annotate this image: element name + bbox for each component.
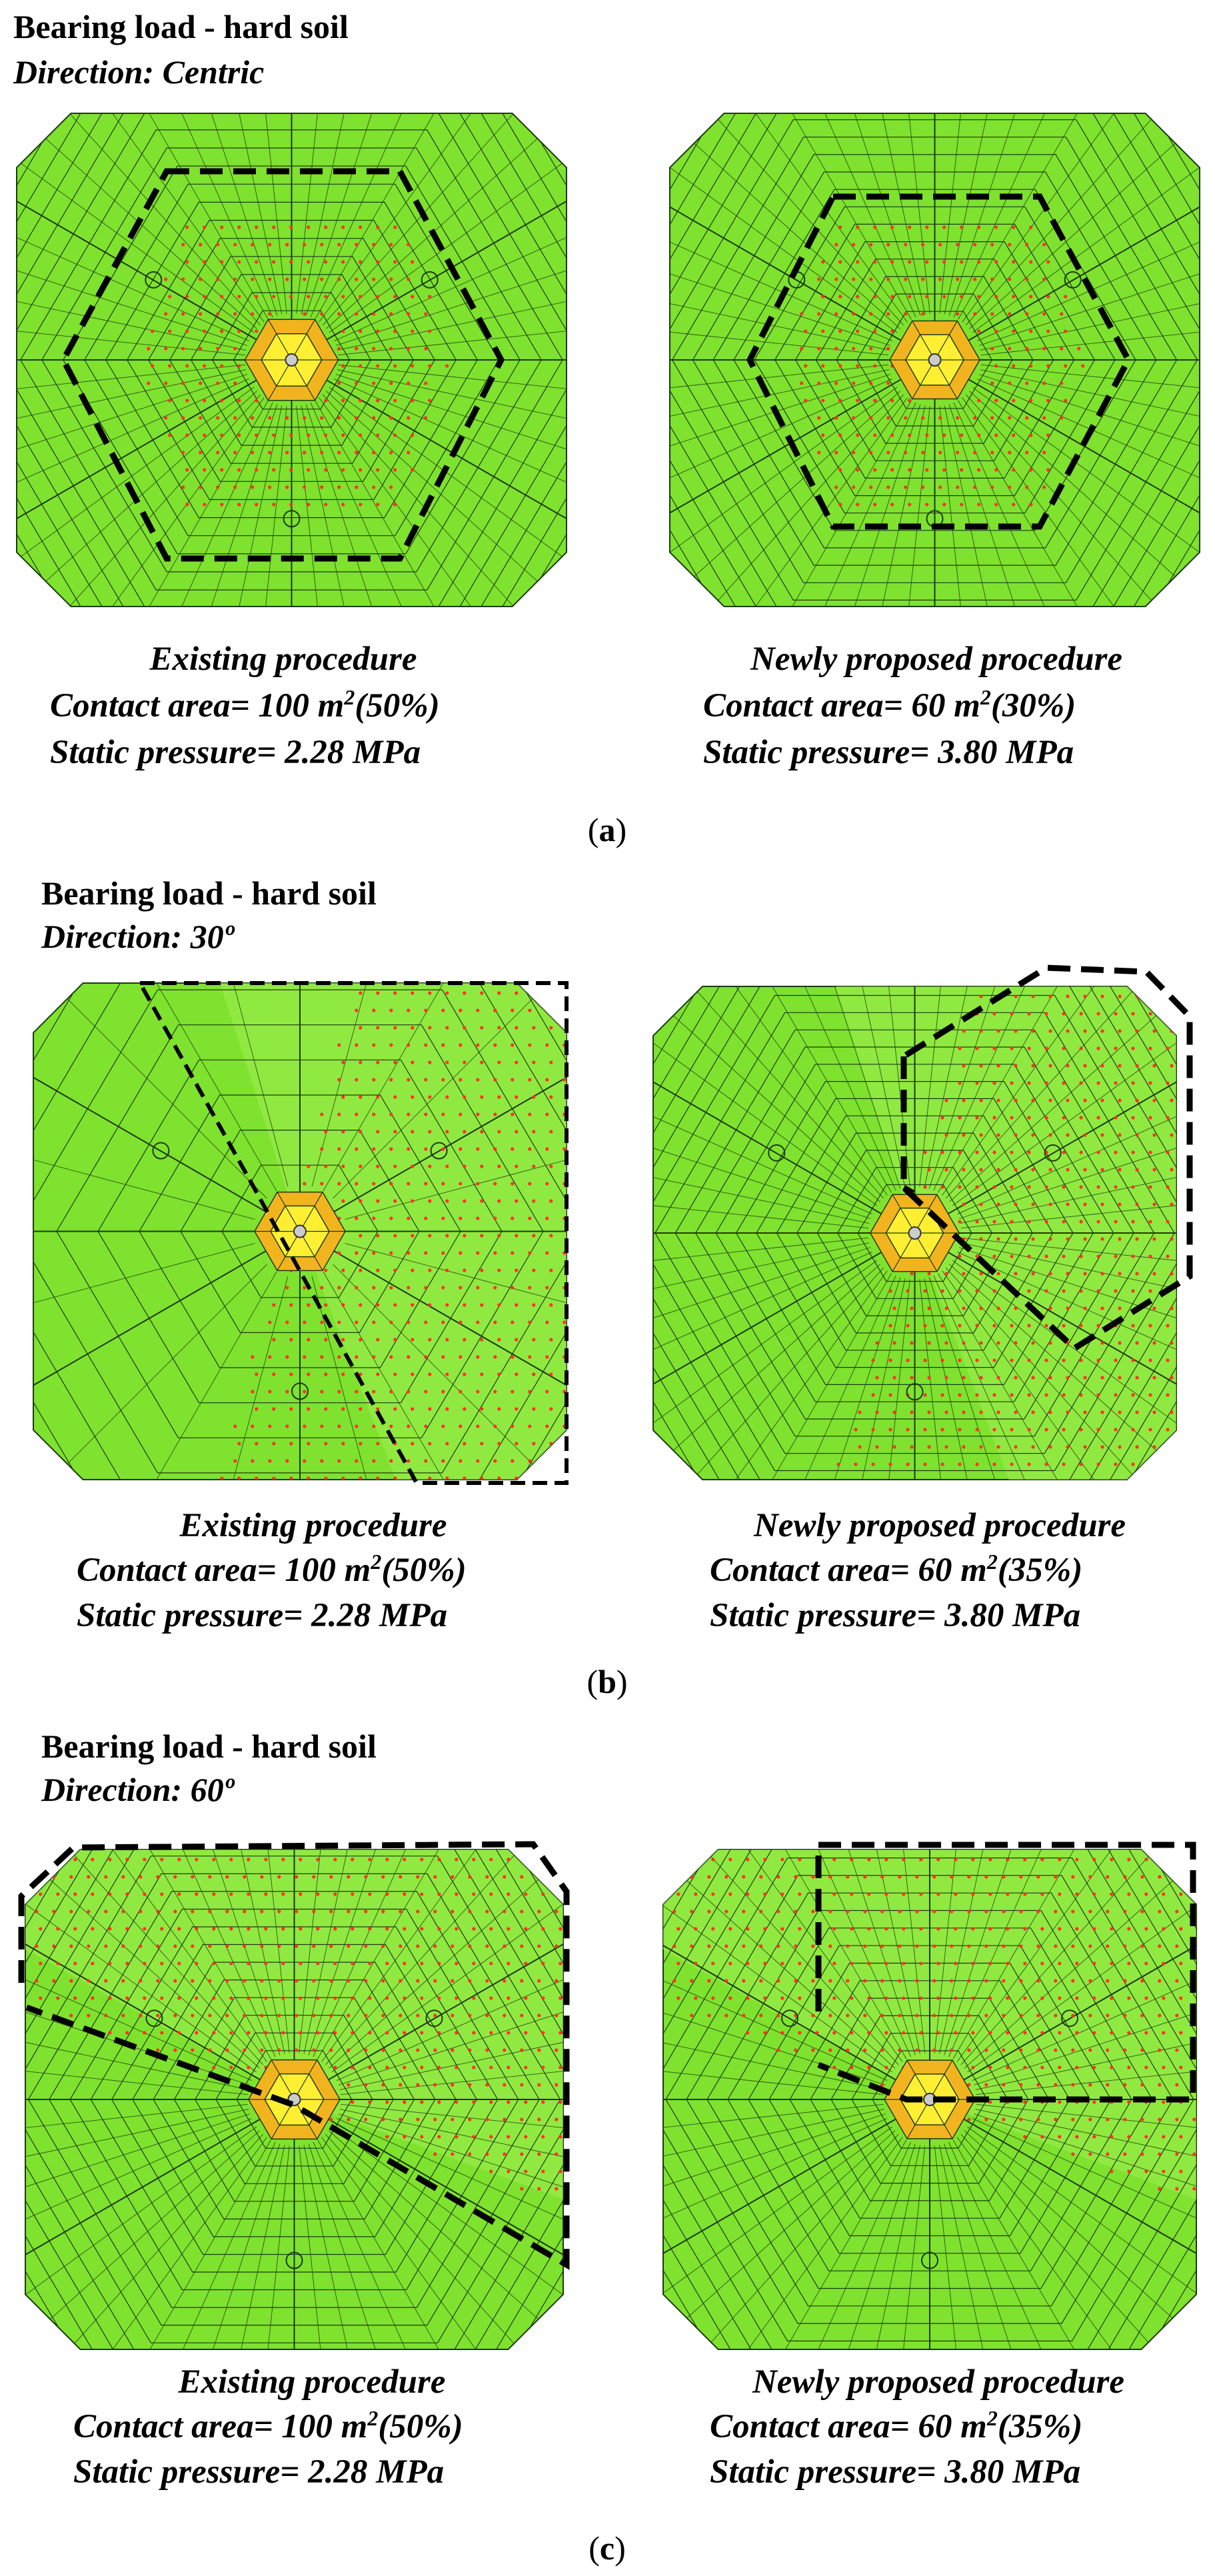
panel-a-left-contact-boundary: [59, 168, 505, 562]
panel-a-direction: Direction: Centric: [13, 53, 264, 91]
panel-a-label: (a): [588, 811, 626, 848]
panel-a-right-mesh: [669, 113, 1200, 607]
panel-b-left-mesh: [33, 982, 567, 1480]
panel-a-left-static-pressure: Static pressure= 2.28 MPa: [50, 734, 421, 771]
panel-c-left-mesh: [25, 1849, 564, 2350]
panel-a-left-procedure: Existing procedure: [149, 641, 417, 678]
panel-a-right-contact-boundary: [746, 193, 1132, 530]
panel-a-title: Bearing load - hard soil: [13, 8, 349, 45]
panel-c-direction: Direction: 60º: [41, 1771, 235, 1808]
panel-c-right-contact-boundary: [815, 1842, 1196, 2103]
panel-a-right-procedure: Newly proposed procedure: [750, 641, 1122, 678]
panel-c-right-contact-area: Contact area= 60 m2(35%): [710, 2406, 1082, 2445]
panel-c-right-procedure: Newly proposed procedure: [752, 2363, 1124, 2401]
panel-c: Bearing load - hard soil Direction: 60º …: [18, 1728, 1197, 2567]
panel-b-left-static-pressure: Static pressure= 2.28 MPa: [77, 1597, 447, 1634]
panel-b-direction: Direction: 30º: [41, 918, 235, 955]
panel-a: Bearing load - hard soil Direction: Cent…: [13, 8, 1200, 848]
panel-a-right-contact-area: Contact area= 60 m2(30%): [703, 685, 1076, 724]
panel-c-left-contact-boundary: [18, 1841, 570, 2270]
panel-c-left-contact-area: Contact area= 100 m2(50%): [73, 2406, 463, 2445]
panel-c-left-static-pressure: Static pressure= 2.28 MPa: [73, 2453, 444, 2491]
panel-a-left-contact-area: Contact area= 100 m2(50%): [50, 685, 440, 724]
panel-c-left-procedure: Existing procedure: [178, 2363, 446, 2401]
panel-c-right-static-pressure: Static pressure= 3.80 MPa: [710, 2453, 1080, 2491]
panel-b-right-mesh: [652, 986, 1177, 1480]
panel-b-right-contact-area: Contact area= 60 m2(35%): [710, 1550, 1082, 1589]
panel-c-label: (c): [589, 2529, 626, 2567]
panel-b-label: (b): [587, 1663, 627, 1700]
panel-b: Bearing load - hard soil Direction: 30º …: [33, 874, 1193, 1700]
panel-b-left-contact-boundary: [136, 981, 569, 1485]
panel-a-right-static-pressure: Static pressure= 3.80 MPa: [703, 734, 1074, 771]
panel-b-right-procedure: Newly proposed procedure: [753, 1507, 1126, 1544]
panel-b-left-procedure: Existing procedure: [179, 1507, 447, 1544]
panel-b-right-boundary-leg: [902, 1185, 915, 1196]
panel-b-title: Bearing load - hard soil: [41, 874, 377, 912]
panel-c-title: Bearing load - hard soil: [41, 1728, 377, 1765]
panel-b-right-contact-boundary: [900, 964, 1193, 1352]
panel-b-left-contact-area: Contact area= 100 m2(50%): [77, 1550, 467, 1589]
panel-c-right-mesh: [662, 1849, 1197, 2350]
panel-a-left-mesh: [16, 113, 567, 607]
panel-b-right-static-pressure: Static pressure= 3.80 MPa: [710, 1597, 1080, 1634]
